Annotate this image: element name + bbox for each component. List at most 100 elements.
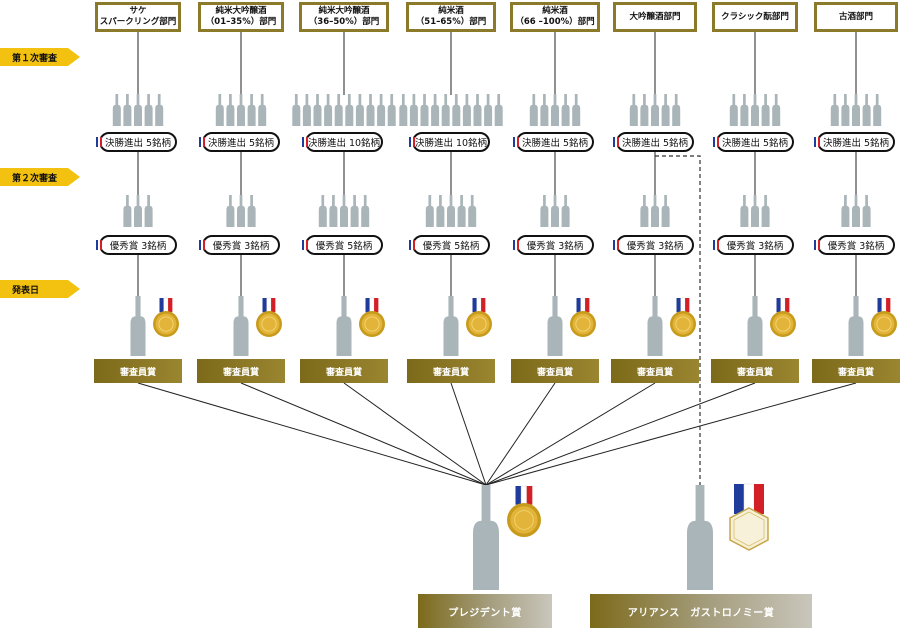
round1-bottle bbox=[862, 94, 871, 126]
french-flag-icon bbox=[409, 137, 415, 147]
finalist-pill: 決勝進出 5銘柄 bbox=[99, 132, 177, 152]
round1-bottle bbox=[292, 94, 301, 126]
gold-medal-icon bbox=[871, 297, 897, 337]
president-connector bbox=[343, 382, 487, 486]
category-title-line: クラシック酛部門 bbox=[721, 11, 789, 22]
jury-award-bottle bbox=[233, 296, 249, 356]
french-flag-icon bbox=[302, 137, 308, 147]
round1-bottle bbox=[387, 94, 396, 126]
category-title-line: スパークリング部門 bbox=[99, 17, 177, 27]
round1-bottle bbox=[873, 94, 882, 126]
french-flag-icon bbox=[613, 240, 619, 250]
round1-bottle bbox=[226, 94, 235, 126]
round1-bottle bbox=[302, 94, 311, 126]
category-title-line: （36–50%）部門 bbox=[308, 17, 380, 27]
finalist-pill: 決勝進出 10銘柄 bbox=[305, 132, 383, 152]
round1-bottle bbox=[629, 94, 638, 126]
round2-bottle bbox=[640, 195, 649, 227]
round1-bottle bbox=[540, 94, 549, 126]
round1-bottle bbox=[144, 94, 153, 126]
round2-bottle bbox=[561, 195, 570, 227]
gold-medal-icon bbox=[256, 297, 282, 337]
president-connector bbox=[137, 382, 487, 486]
alliance-connector bbox=[655, 155, 701, 488]
category-title-line: 純米酒 bbox=[542, 6, 568, 17]
french-flag-icon bbox=[96, 137, 102, 147]
jury-award-bottle bbox=[443, 296, 459, 356]
round2-bottle bbox=[361, 195, 370, 227]
excellence-pill: 優秀賞 5銘柄 bbox=[305, 235, 383, 255]
round1-bottle bbox=[761, 94, 770, 126]
round2-bottle bbox=[651, 195, 659, 227]
president-award-bottle bbox=[473, 485, 499, 590]
alliance-medal-icon bbox=[729, 483, 769, 551]
round1-bottle bbox=[355, 94, 364, 126]
category-box: 純米酒（51–65%）部門 bbox=[406, 2, 496, 32]
round1-bottle bbox=[529, 94, 538, 126]
excellence-pill: 優秀賞 3銘柄 bbox=[516, 235, 594, 255]
round1-bottle bbox=[751, 94, 759, 126]
round1-bottle bbox=[155, 94, 164, 126]
president-connector bbox=[485, 382, 857, 486]
gold-medal-icon bbox=[507, 485, 541, 537]
excellence-pill: 優秀賞 3銘柄 bbox=[202, 235, 280, 255]
jury-award-label: 審査員賞 bbox=[94, 359, 182, 383]
gold-medal-icon bbox=[153, 297, 179, 337]
category-box: 大吟醸酒部門 bbox=[613, 2, 697, 32]
jury-award-label: 審査員賞 bbox=[812, 359, 900, 383]
round1-bottle bbox=[112, 94, 121, 126]
round2-bottle bbox=[740, 195, 749, 227]
finalist-pill: 決勝進出 10銘柄 bbox=[412, 132, 490, 152]
round1-bottle bbox=[494, 94, 503, 126]
stage-label-announce: 発表日 bbox=[0, 280, 80, 298]
round1-bottle bbox=[134, 94, 142, 126]
round1-bottle bbox=[561, 94, 570, 126]
alliance-award-bottle bbox=[687, 485, 713, 590]
round1-bottle bbox=[852, 94, 860, 126]
finalist-pill: 決勝進出 5銘柄 bbox=[516, 132, 594, 152]
french-flag-icon bbox=[814, 240, 820, 250]
round2-bottle bbox=[340, 195, 348, 227]
round1-bottle bbox=[551, 94, 559, 126]
round1-bottle bbox=[420, 94, 429, 126]
category-title-line: 大吟醸酒部門 bbox=[629, 11, 681, 22]
jury-award-label: 審査員賞 bbox=[711, 359, 799, 383]
round1-bottle bbox=[841, 94, 850, 126]
jury-award-bottle bbox=[647, 296, 663, 356]
round2-bottle bbox=[468, 195, 477, 227]
round2-bottle bbox=[123, 195, 132, 227]
president-connector bbox=[485, 382, 656, 486]
round1-bottle bbox=[123, 94, 132, 126]
french-flag-icon bbox=[513, 240, 519, 250]
category-box: 純米酒（66 –100%）部門 bbox=[510, 2, 600, 32]
round2-bottle bbox=[436, 195, 445, 227]
french-flag-icon bbox=[96, 240, 102, 250]
round1-bottle bbox=[377, 94, 386, 126]
round2-bottle bbox=[318, 195, 327, 227]
round1-bottle bbox=[661, 94, 670, 126]
gold-medal-icon bbox=[670, 297, 696, 337]
round2-bottle bbox=[247, 195, 256, 227]
round1-bottle bbox=[830, 94, 839, 126]
excellence-pill: 優秀賞 3銘柄 bbox=[817, 235, 895, 255]
round1-bottle bbox=[772, 94, 781, 126]
round1-bottle bbox=[237, 94, 245, 126]
french-flag-icon bbox=[713, 240, 719, 250]
round1-bottle bbox=[462, 94, 471, 126]
french-flag-icon bbox=[713, 137, 719, 147]
category-title-line: 純米大吟醸酒 bbox=[318, 6, 370, 17]
category-box: 純米大吟醸酒（36–50%）部門 bbox=[299, 2, 389, 32]
category-box: サケスパークリング部門 bbox=[95, 2, 181, 32]
category-box: 古酒部門 bbox=[814, 2, 898, 32]
president-connector bbox=[450, 382, 487, 486]
excellence-pill: 優秀賞 3銘柄 bbox=[99, 235, 177, 255]
round1-bottle bbox=[441, 94, 450, 126]
french-flag-icon bbox=[613, 137, 619, 147]
gold-medal-icon bbox=[570, 297, 596, 337]
round1-bottle bbox=[345, 94, 354, 126]
round1-bottle bbox=[313, 94, 322, 126]
round2-bottle bbox=[540, 195, 549, 227]
stage-label-first: 第１次審査 bbox=[0, 48, 80, 66]
round1-bottle bbox=[258, 94, 267, 126]
